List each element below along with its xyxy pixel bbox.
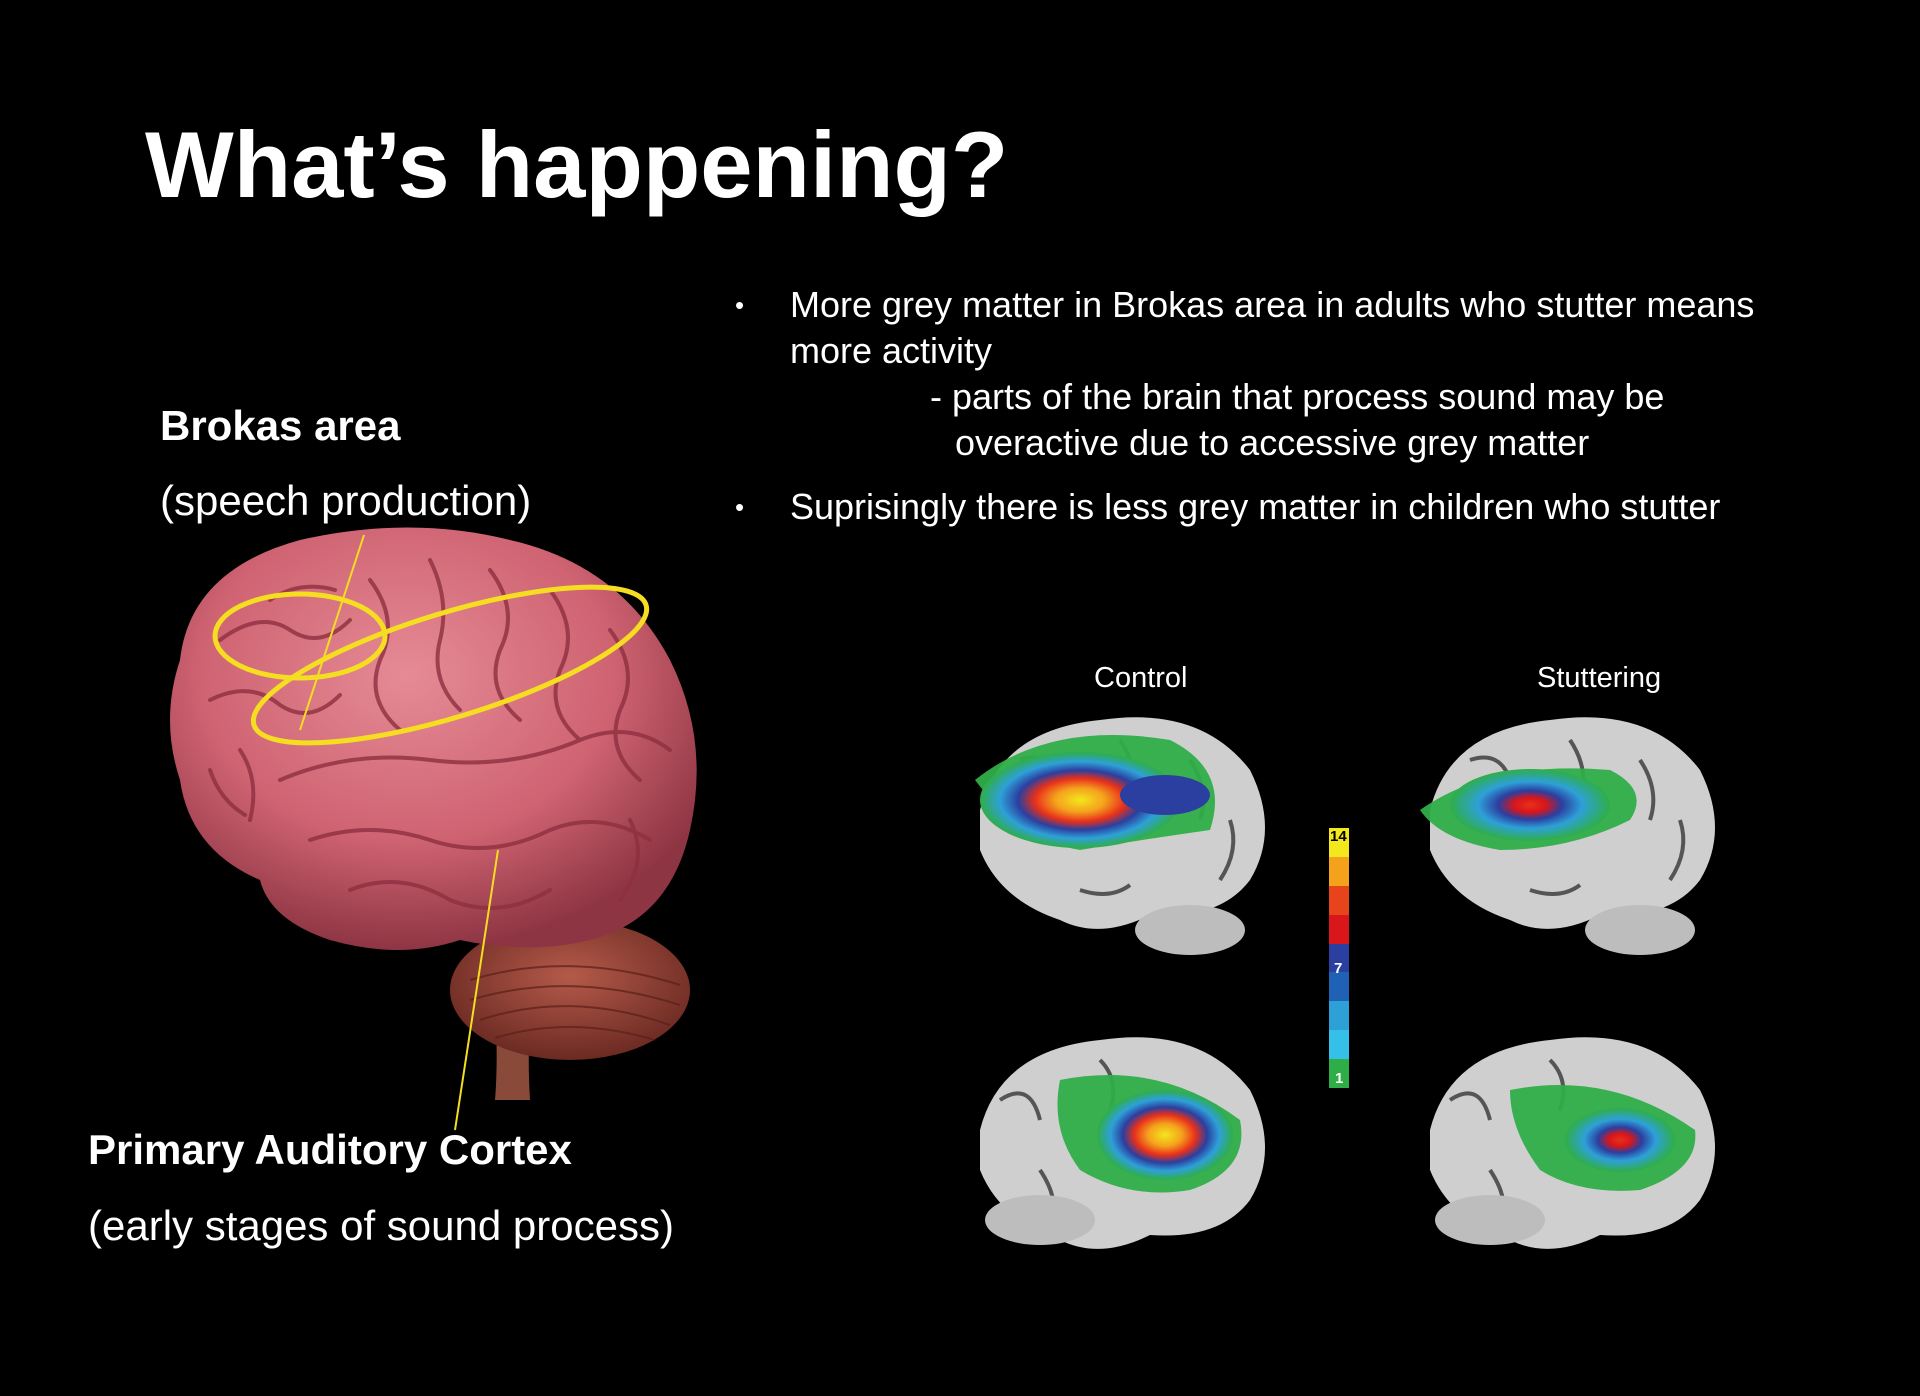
bullet-icon: •	[735, 290, 745, 320]
colorbar-band	[1329, 1001, 1349, 1031]
stuttering-scan-bottom	[1430, 1037, 1715, 1249]
control-caption: Control	[1094, 662, 1188, 694]
colorbar: 14 7 1	[1329, 828, 1349, 1089]
mri-scan-panel	[975, 717, 1715, 1249]
bullet-list: • More grey matter in Brokas area in adu…	[735, 282, 1865, 530]
brokas-area-outline	[212, 591, 388, 681]
colorbar-band	[1329, 914, 1349, 945]
sub-bullet-line: - parts of the brain that process sound …	[930, 376, 1665, 417]
colorbar-band	[1329, 1030, 1349, 1060]
brokas-leader-line	[299, 534, 365, 731]
auditory-leader-line	[454, 849, 499, 1131]
colorbar-tick-mid: 7	[1334, 960, 1343, 977]
auditory-cortex-outline	[250, 584, 650, 746]
bullet-item: • More grey matter in Brokas area in adu…	[735, 282, 1865, 466]
bullet-text-line: Suprisingly there is less grey matter in…	[790, 486, 1721, 527]
auditory-cortex-label: Primary Auditory Cortex	[88, 1126, 572, 1173]
stuttering-scan-top	[1420, 717, 1715, 955]
colorbar-band	[1329, 828, 1349, 858]
slide-title: What’s happening?	[145, 112, 1009, 217]
colorbar-band	[1329, 856, 1349, 887]
colorbar-band	[1329, 972, 1349, 1002]
cerebrum	[170, 527, 697, 950]
control-scan-top	[975, 717, 1265, 955]
auditory-cortex-description: (early stages of sound process)	[88, 1202, 674, 1249]
colorbar-band	[1329, 943, 1349, 973]
brokas-area-description: (speech production)	[160, 477, 532, 524]
colorbar-band	[1329, 1059, 1349, 1089]
stuttering-caption: Stuttering	[1537, 662, 1662, 694]
bullet-item: • Suprisingly there is less grey matter …	[735, 484, 1865, 530]
brain-folds	[208, 558, 672, 910]
sub-bullet-line: overactive due to accessive grey matter	[955, 422, 1590, 463]
colorbar-tick-max: 14	[1330, 828, 1347, 845]
bullet-text-line: More grey matter in Brokas area in adult…	[790, 284, 1755, 325]
cerebellum	[450, 920, 690, 1060]
colorbar-strip	[1329, 828, 1349, 1089]
control-scan-bottom	[980, 1037, 1265, 1249]
bullet-text-line: more activity	[790, 330, 993, 371]
bullet-icon: •	[735, 492, 745, 522]
brokas-area-label: Brokas area	[160, 402, 401, 449]
colorbar-tick-min: 1	[1335, 1070, 1344, 1087]
colorbar-band	[1329, 885, 1349, 916]
brain-illustration	[170, 527, 697, 1100]
